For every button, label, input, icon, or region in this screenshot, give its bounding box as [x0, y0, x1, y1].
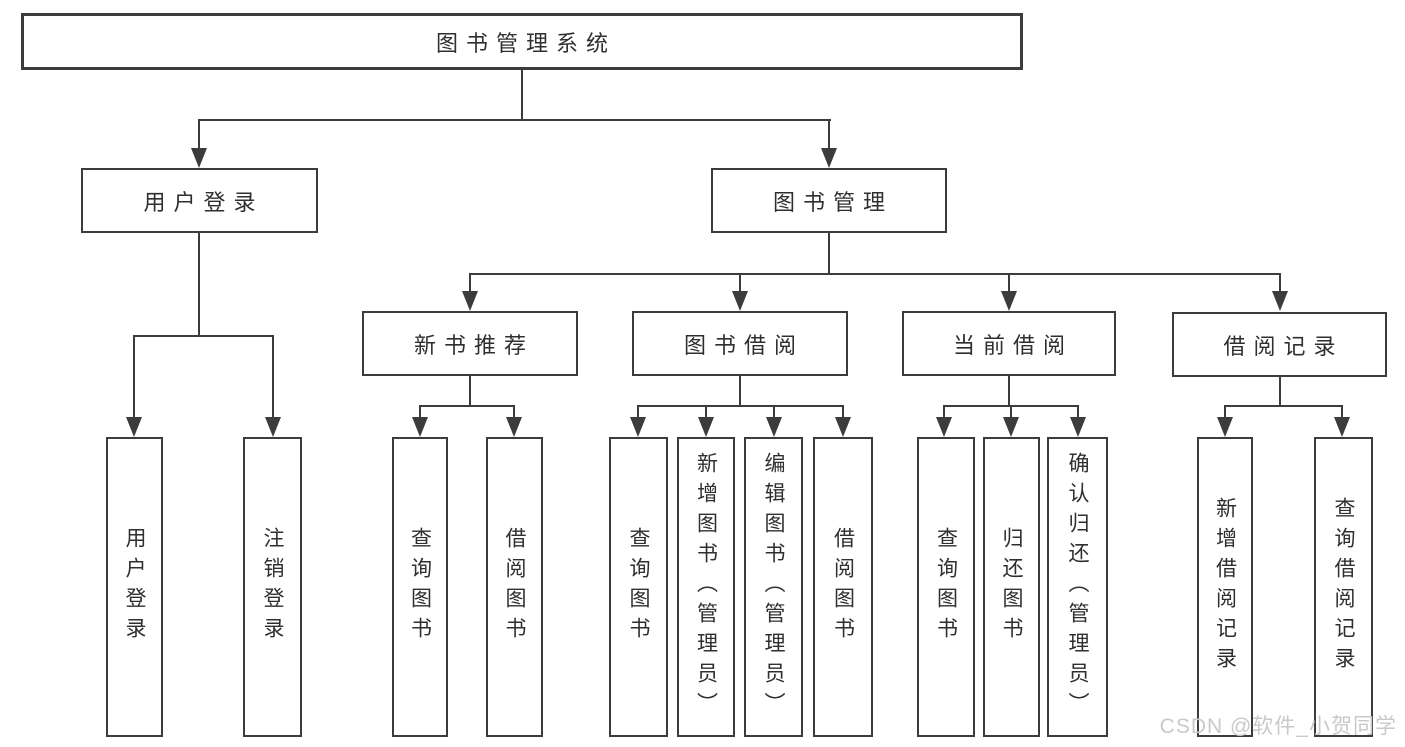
leaf-current-query-label: 查询图书	[934, 527, 958, 647]
leaf-record-query: 查询借阅记录	[1314, 437, 1373, 737]
connector-line	[637, 405, 639, 421]
connector-line	[1224, 405, 1343, 407]
connector-line	[513, 405, 515, 421]
arrow-down-icon	[630, 417, 646, 437]
arrow-down-icon	[698, 417, 714, 437]
leaf-user-login-label: 用户登录	[123, 527, 146, 647]
leaf-borrow-query: 查询图书	[609, 437, 668, 737]
arrow-down-icon	[126, 417, 142, 437]
connector-line	[828, 233, 830, 273]
connector-line	[842, 405, 844, 421]
connector-line	[943, 405, 945, 421]
arrow-down-icon	[1070, 417, 1086, 437]
leaf-borrow-borrow-label: 借阅图书	[831, 527, 855, 647]
connector-line	[198, 233, 200, 335]
connector-line	[1010, 405, 1012, 421]
leaf-logout: 注销登录	[243, 437, 302, 737]
leaf-current-confirm: 确认归还（管理员）	[1047, 437, 1108, 737]
connector-line	[1279, 273, 1281, 295]
node-book-management: 图书管理	[711, 168, 947, 233]
node-new-book-recommend-label: 新书推荐	[413, 332, 534, 358]
connector-line	[419, 405, 421, 421]
connector-line	[521, 69, 523, 119]
arrow-down-icon	[766, 417, 782, 437]
arrow-down-icon	[821, 148, 837, 168]
node-current-borrow: 当前借阅	[902, 311, 1116, 376]
node-root-label: 图书管理系统	[435, 30, 616, 56]
node-book-borrow-label: 图书借阅	[683, 332, 804, 358]
arrow-down-icon	[412, 417, 428, 437]
connector-line	[1341, 405, 1343, 421]
connector-line	[272, 335, 274, 421]
arrow-down-icon	[462, 291, 478, 311]
connector-line	[1077, 405, 1079, 421]
leaf-newbook-borrow: 借阅图书	[486, 437, 543, 737]
connector-line	[198, 119, 831, 121]
node-user-login: 用户登录	[81, 168, 318, 233]
arrow-down-icon	[1217, 417, 1233, 437]
arrow-down-icon	[265, 417, 281, 437]
node-borrow-record: 借阅记录	[1172, 312, 1387, 377]
leaf-borrow-edit-label: 编辑图书（管理员）	[762, 452, 785, 722]
connector-line	[469, 376, 471, 405]
connector-line	[739, 376, 741, 405]
node-book-management-label: 图书管理	[772, 189, 893, 215]
arrow-down-icon	[936, 417, 952, 437]
connector-line	[469, 273, 471, 295]
leaf-record-query-label: 查询借阅记录	[1332, 497, 1355, 677]
connector-line	[419, 405, 515, 407]
arrow-down-icon	[1003, 417, 1019, 437]
arrow-down-icon	[191, 148, 207, 168]
arrow-down-icon	[1001, 291, 1017, 311]
leaf-record-add-label: 新增借阅记录	[1213, 497, 1237, 677]
connector-line	[773, 405, 775, 421]
connector-line	[1279, 377, 1281, 405]
watermark: CSDN @软件_小贺同学	[1159, 715, 1397, 738]
arrow-down-icon	[1334, 417, 1350, 437]
connector-line	[1224, 405, 1226, 421]
leaf-borrow-query-label: 查询图书	[627, 527, 650, 647]
connector-line	[637, 405, 844, 407]
connector-line	[705, 405, 707, 421]
connector-line	[469, 273, 1281, 275]
arrow-down-icon	[506, 417, 522, 437]
leaf-user-login: 用户登录	[106, 437, 163, 737]
node-book-borrow: 图书借阅	[632, 311, 848, 376]
connector-line	[1008, 376, 1010, 405]
connector-line	[739, 273, 741, 295]
arrow-down-icon	[1272, 291, 1288, 311]
connector-line	[198, 119, 200, 153]
arrow-down-icon	[835, 417, 851, 437]
node-new-book-recommend: 新书推荐	[362, 311, 578, 376]
arrow-down-icon	[732, 291, 748, 311]
leaf-current-return-label: 归还图书	[1000, 527, 1023, 647]
leaf-borrow-add-label: 新增图书（管理员）	[694, 452, 718, 722]
node-current-borrow-label: 当前借阅	[952, 332, 1073, 358]
connector-line	[133, 335, 274, 337]
node-root: 图书管理系统	[21, 13, 1023, 70]
node-user-login-label: 用户登录	[143, 189, 264, 215]
connector-line	[828, 119, 830, 153]
leaf-current-confirm-label: 确认归还（管理员）	[1066, 452, 1089, 722]
connector-line	[133, 335, 135, 421]
leaf-borrow-add: 新增图书（管理员）	[677, 437, 735, 737]
connector-line	[1008, 273, 1010, 295]
leaf-newbook-query: 查询图书	[392, 437, 448, 737]
leaf-logout-label: 注销登录	[261, 527, 284, 647]
leaf-current-return: 归还图书	[983, 437, 1040, 737]
leaf-current-query: 查询图书	[917, 437, 975, 737]
leaf-newbook-borrow-label: 借阅图书	[503, 527, 526, 647]
node-borrow-record-label: 借阅记录	[1223, 333, 1344, 359]
leaf-record-add: 新增借阅记录	[1197, 437, 1253, 737]
leaf-borrow-edit: 编辑图书（管理员）	[744, 437, 803, 737]
leaf-newbook-query-label: 查询图书	[408, 527, 432, 647]
leaf-borrow-borrow: 借阅图书	[813, 437, 873, 737]
